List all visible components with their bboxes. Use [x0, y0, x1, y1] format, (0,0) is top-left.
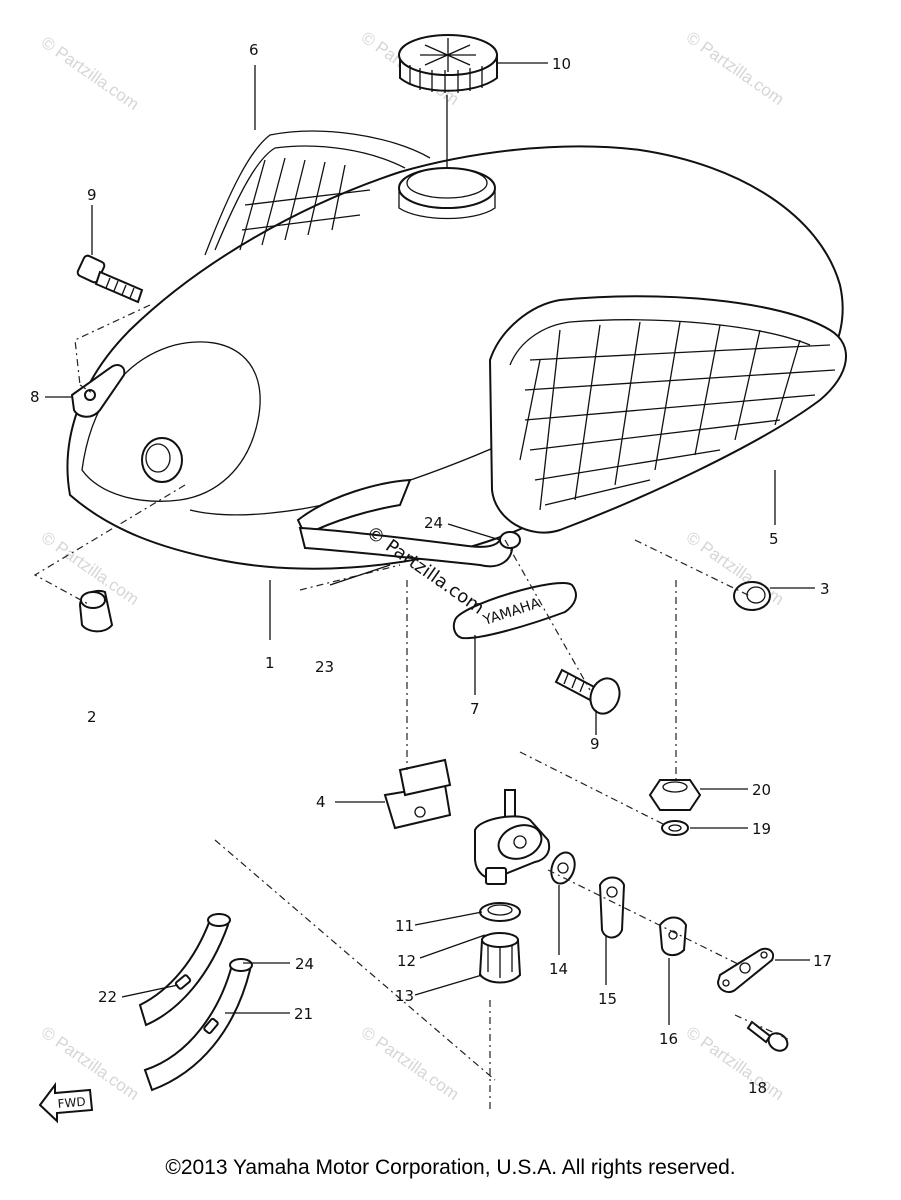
watermark-3: © Partzilla.com — [683, 28, 788, 109]
forward-arrow-text: FWD — [57, 1095, 86, 1111]
callout-15: 15 — [598, 990, 617, 1008]
wave-washer — [658, 916, 688, 956]
fuel-hose-clamp — [383, 758, 452, 830]
filter-washer — [479, 902, 521, 922]
cock-screw — [746, 1020, 789, 1052]
yamaha-emblem: YAMAHA — [452, 582, 577, 640]
callout-1: 1 — [265, 654, 275, 672]
emblem-pad — [298, 526, 521, 568]
damper-rubber — [733, 581, 771, 611]
callout-10: 10 — [552, 55, 571, 73]
nut — [648, 779, 702, 811]
callout-22: 22 — [98, 988, 117, 1006]
grip-pattern — [524, 321, 836, 511]
callout-9-lower: 9 — [590, 735, 600, 753]
callout-24-lower: 24 — [295, 955, 314, 973]
grommet-side — [141, 437, 183, 483]
callout-6: 6 — [249, 41, 259, 59]
bolt-lower — [554, 668, 621, 715]
callout-18: 18 — [748, 1079, 767, 1097]
fuel-cock — [474, 789, 551, 885]
fuel-hoses — [138, 913, 253, 1092]
callout-14: 14 — [549, 960, 568, 978]
callout-12: 12 — [397, 952, 416, 970]
callout-5: 5 — [769, 530, 779, 548]
assembly-lines — [33, 304, 791, 1110]
sediment-bowl — [478, 932, 522, 984]
callout-24-upper: 24 — [424, 514, 443, 532]
grommet-front — [78, 589, 114, 633]
copyright-notice: ©2013 Yamaha Motor Corporation, U.S.A. A… — [165, 1156, 736, 1179]
callout-17: 17 — [813, 952, 832, 970]
washer — [661, 820, 689, 836]
watermark-1: © Partzilla.com — [38, 33, 143, 114]
callout-13: 13 — [395, 987, 414, 1005]
callout-16: 16 — [659, 1030, 678, 1048]
callout-2: 2 — [87, 708, 97, 726]
knee-grip-panel — [488, 295, 847, 534]
leader-lines — [45, 62, 815, 1025]
callout-21: 21 — [294, 1005, 313, 1023]
cock-gasket — [550, 851, 576, 885]
callout-9-upper: 9 — [87, 186, 97, 204]
fuel-cap — [398, 34, 498, 168]
callout-3: 3 — [820, 580, 830, 598]
watermark-7: © Partzilla.com — [358, 1023, 463, 1104]
callout-23: 23 — [315, 658, 334, 676]
cock-lever — [598, 876, 626, 939]
callout-11: 11 — [395, 917, 414, 935]
frame-ribs — [239, 157, 371, 251]
bolt-upper — [76, 254, 144, 304]
callout-8: 8 — [30, 388, 40, 406]
callout-4: 4 — [316, 793, 326, 811]
forward-arrow: FWD — [38, 1082, 94, 1124]
callout-labels: 6 10 9 8 5 3 24 1 23 7 9 2 4 20 19 11 12… — [30, 41, 832, 1097]
cock-plate — [716, 947, 774, 993]
callout-19: 19 — [752, 820, 771, 838]
callout-20: 20 — [752, 781, 771, 799]
callout-7: 7 — [470, 700, 480, 718]
